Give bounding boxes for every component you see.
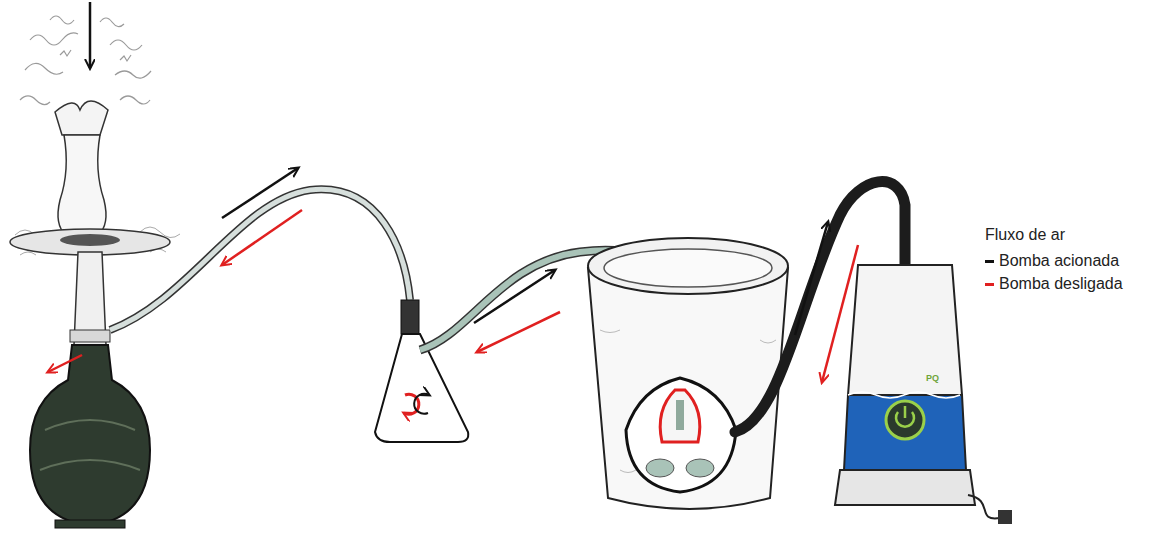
flow-arrows	[48, 2, 858, 382]
legend-text: Bomba desligada	[999, 275, 1123, 293]
smoke	[20, 16, 151, 105]
legend-text: Bomba acionada	[999, 252, 1119, 270]
legend-line	[985, 283, 994, 286]
flask	[375, 300, 468, 442]
legend-row: Bomba acionada	[985, 252, 1119, 270]
legend-heading: Fluxo de ar	[985, 226, 1065, 244]
legend-row: Bomba desligada	[985, 275, 1123, 293]
vacuum-pump	[835, 265, 1012, 524]
bucket	[588, 238, 788, 509]
brand-logo: PQ	[926, 373, 939, 383]
legend-line	[985, 260, 994, 263]
